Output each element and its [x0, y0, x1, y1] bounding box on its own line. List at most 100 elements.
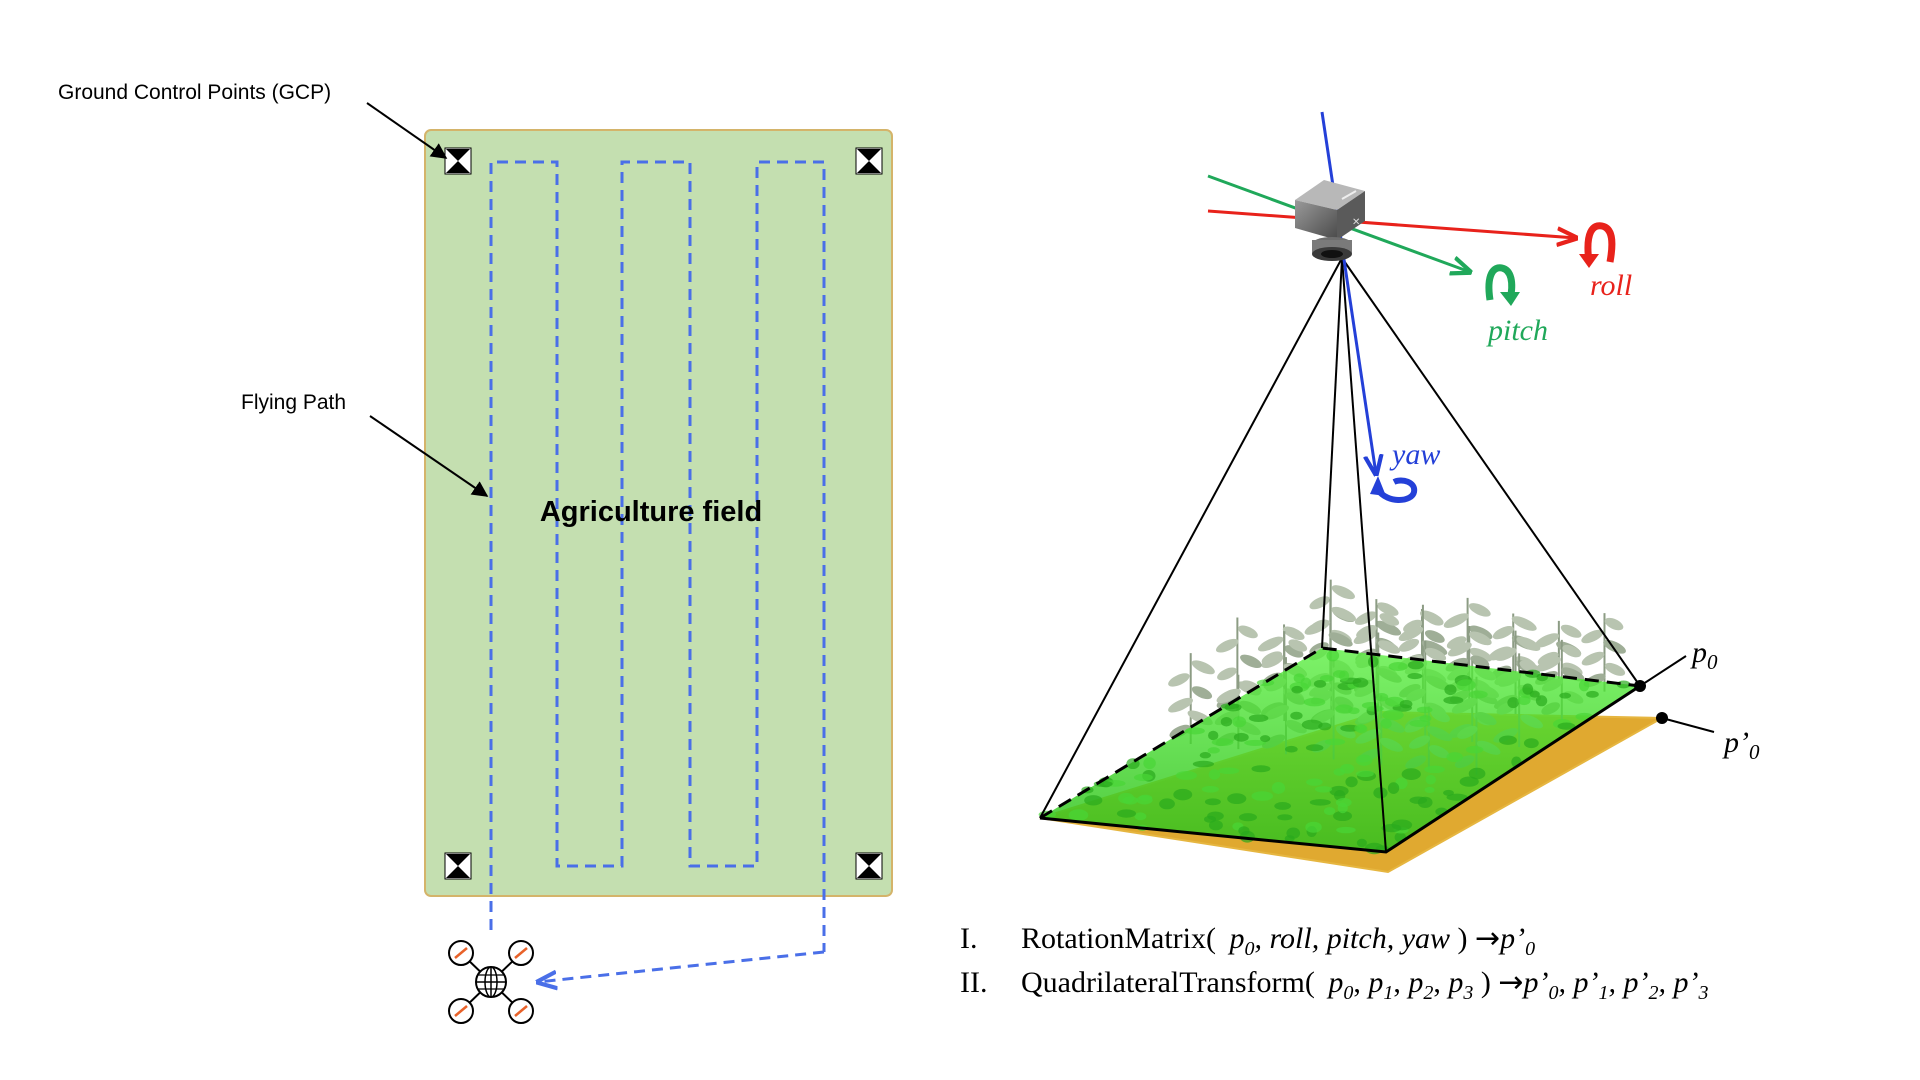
canopy-leaf [1507, 697, 1519, 709]
agriculture-field [424, 129, 893, 897]
point-p0-leader [1639, 655, 1687, 687]
canopy-leaf [1143, 757, 1156, 770]
canopy-leaf [1324, 738, 1346, 746]
canopy-leaf [1318, 722, 1332, 731]
canopy-leaf [1443, 789, 1454, 796]
canopy-leaf [1248, 714, 1269, 722]
canopy-leaf [1456, 679, 1476, 691]
gcp-marker-icon [444, 852, 472, 880]
canopy-leaf [1220, 716, 1233, 727]
canopy-leaf [1586, 690, 1599, 698]
canopy-leaf [1382, 709, 1404, 721]
point-p0-prime-label: p’0 [1722, 726, 1760, 764]
canopy-leaf [1211, 738, 1234, 746]
canopy-leaf [1559, 692, 1571, 699]
canopy-leaf [1251, 765, 1271, 773]
canopy-leaf [1368, 655, 1379, 668]
canopy-leaf [1345, 776, 1358, 788]
pitch-label: pitch [1486, 314, 1548, 347]
canopy-leaf [1251, 791, 1274, 801]
canopy-leaf [1425, 774, 1436, 785]
camera-frustum [1039, 257, 1641, 853]
canopy-leaf [1173, 788, 1193, 801]
canopy-leaf [1335, 704, 1353, 714]
canopy-plane [1040, 648, 1640, 852]
canopy-leaf [1208, 769, 1221, 780]
canopy-leaf [1391, 819, 1413, 831]
pitch-rotation-icon [1485, 264, 1520, 306]
roll-axis [1207, 209, 1576, 238]
canopy-leaf [1375, 692, 1389, 702]
canopy-leaf [1352, 677, 1369, 688]
point-p0-prime-leader [1661, 717, 1715, 733]
gcp-marker-icon [855, 147, 883, 175]
canopy-leaf [1305, 821, 1322, 833]
canopy-leaf [1116, 809, 1137, 818]
canopy-leaf [1208, 820, 1223, 831]
canopy-leaf [1498, 735, 1517, 745]
canopy-leaf [1227, 793, 1247, 805]
right-panel: p0 p’0 ✕ roll pitch yaw [960, 111, 1760, 1004]
canopy-leaf [1356, 838, 1367, 848]
canopy-leaf [1465, 745, 1484, 754]
canopy-leaf [1284, 835, 1295, 842]
canopy-leaf [1319, 675, 1334, 682]
canopy-leaf [1305, 744, 1324, 752]
canopy-leaf [1260, 735, 1271, 743]
canopy-leaf [1468, 767, 1486, 780]
canopy-leaf [1134, 812, 1147, 821]
canopy-leaf [1459, 776, 1479, 787]
canopy-leaf [1354, 724, 1367, 733]
canopy-leaf [1407, 660, 1424, 670]
canopy-leaf [1271, 781, 1286, 794]
canopy-leaf [1220, 703, 1240, 710]
canopy-leaf [1333, 810, 1353, 822]
canopy-leaf [1446, 793, 1468, 801]
canopy-leaf [1201, 785, 1219, 793]
canopy-leaf [1424, 786, 1435, 794]
flying-path-label: Flying Path [241, 391, 346, 414]
left-panel: Ground Control Points (GCP) Flying Path … [58, 81, 893, 1024]
canopy-leaf [1084, 795, 1103, 806]
canopy-leaf [1517, 696, 1531, 706]
formula-numeral: II. [960, 966, 987, 999]
canopy-leaf [1232, 716, 1247, 728]
canopy-leaf [1443, 696, 1464, 705]
canopy-leaf [1136, 795, 1153, 805]
canopy-leaf [1314, 786, 1333, 793]
canopy-leaf [1159, 798, 1175, 810]
canopy-leaf [1333, 768, 1345, 776]
canopy-leaf [1277, 814, 1293, 821]
flying-path-return [538, 950, 825, 982]
canopy-leaf [1468, 690, 1488, 699]
canopy-leaf [1355, 754, 1373, 766]
field-label: Agriculture field [540, 496, 762, 528]
flying-path-pointer-arrow [369, 415, 489, 497]
canopy-leaf [1301, 719, 1323, 730]
canopy-leaf [1401, 768, 1421, 781]
canopy-leaf [1333, 670, 1346, 679]
gcp-marker-icon [855, 852, 883, 880]
formula-quadrilateral-transform: QuadrilateralTransform( p0, p1, p2, p3 )… [1021, 965, 1708, 1004]
canopy-leaf [1192, 760, 1215, 768]
canopy-leaf [1337, 802, 1348, 814]
canopy-leaf [1522, 683, 1534, 695]
canopy-leaf [1122, 796, 1138, 805]
canopy-leaf [1185, 727, 1205, 735]
camera-icon: ✕ [1295, 180, 1365, 261]
yaw-rotation-icon [1370, 476, 1418, 503]
formula-rotation-matrix: RotationMatrix( p0, roll, pitch, yaw ) →… [1021, 921, 1535, 960]
canopy-leaf [1207, 747, 1220, 754]
canopy-leaf [1557, 722, 1576, 730]
gcp-pointer-arrow [366, 102, 448, 159]
canopy-leaf [1204, 798, 1221, 806]
canopy-leaf [1444, 684, 1457, 696]
canopy-leaf [1409, 796, 1428, 804]
canopy-leaf [1361, 701, 1380, 709]
canopy-leaf [1387, 782, 1400, 795]
yaw-axis [1320, 111, 1376, 474]
gcp-label: Ground Control Points (GCP) [58, 81, 331, 104]
canopy-leaf [1424, 765, 1445, 774]
canopy-leaf [1133, 773, 1153, 782]
